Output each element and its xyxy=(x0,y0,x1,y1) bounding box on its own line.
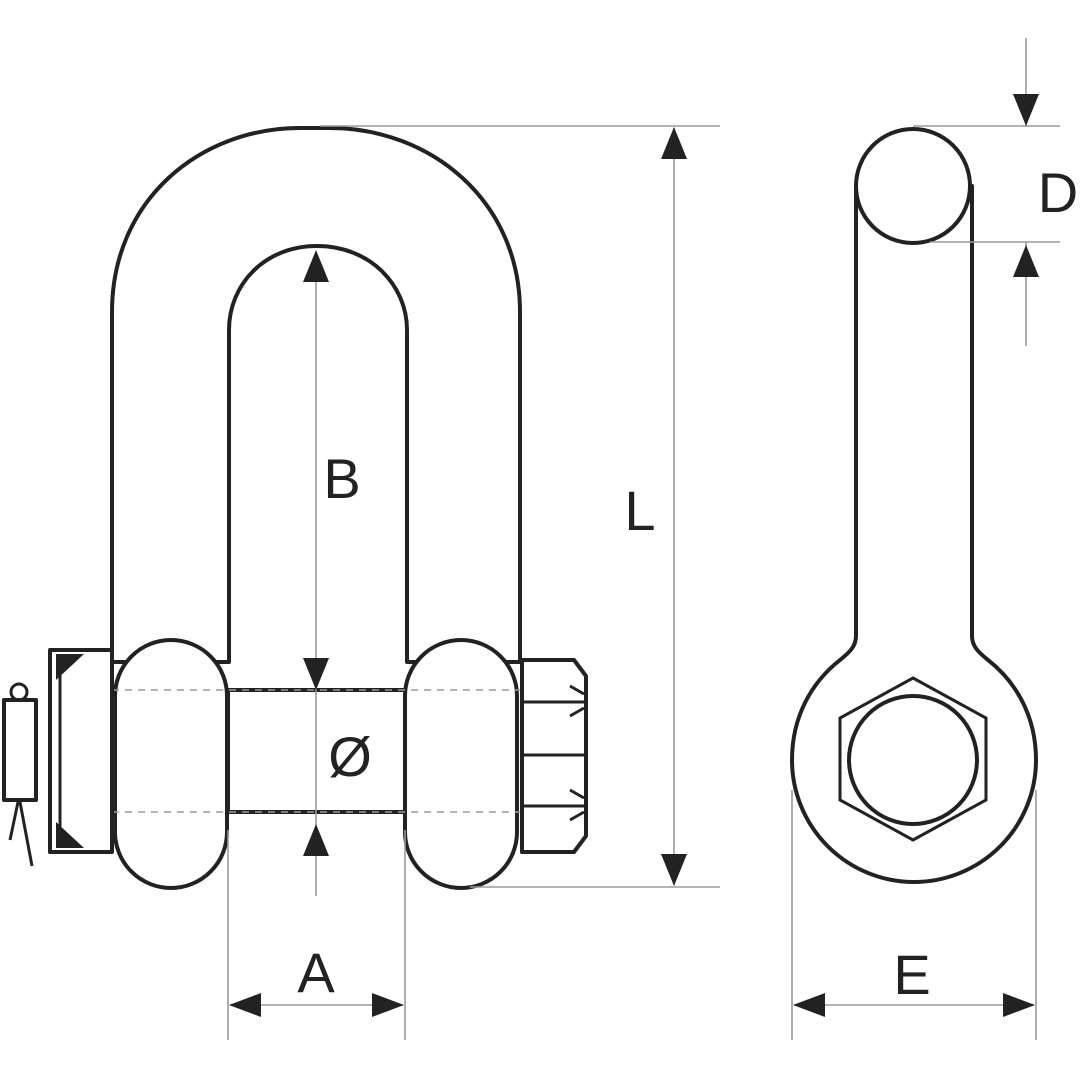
shackle-front-view: B L Ø A xyxy=(2,125,720,1040)
dimension-e xyxy=(791,790,1037,1040)
side-profile xyxy=(790,184,1038,884)
pin-head xyxy=(48,648,114,854)
dimension-b xyxy=(303,250,329,690)
shackle-bow xyxy=(110,126,522,664)
cross-section-circle xyxy=(854,127,972,245)
label-a: A xyxy=(297,941,335,1004)
side-hexagon xyxy=(838,676,988,842)
shackle-side-view: D E xyxy=(790,38,1078,1040)
dimension-a xyxy=(227,830,406,1040)
label-d: D xyxy=(1038,161,1078,224)
label-l: L xyxy=(624,479,655,542)
hex-nut xyxy=(520,658,588,854)
label-b: B xyxy=(323,447,360,510)
left-ear xyxy=(113,638,229,890)
label-pin-diameter: Ø xyxy=(328,725,372,788)
cotter-pin xyxy=(2,682,38,867)
dimension-l xyxy=(320,125,720,888)
right-ear xyxy=(403,638,519,890)
dimension-d xyxy=(913,38,1060,346)
dimension-pin-diameter xyxy=(303,690,329,896)
label-e: E xyxy=(893,943,930,1006)
side-bore xyxy=(847,694,979,826)
pin-body xyxy=(226,688,410,814)
